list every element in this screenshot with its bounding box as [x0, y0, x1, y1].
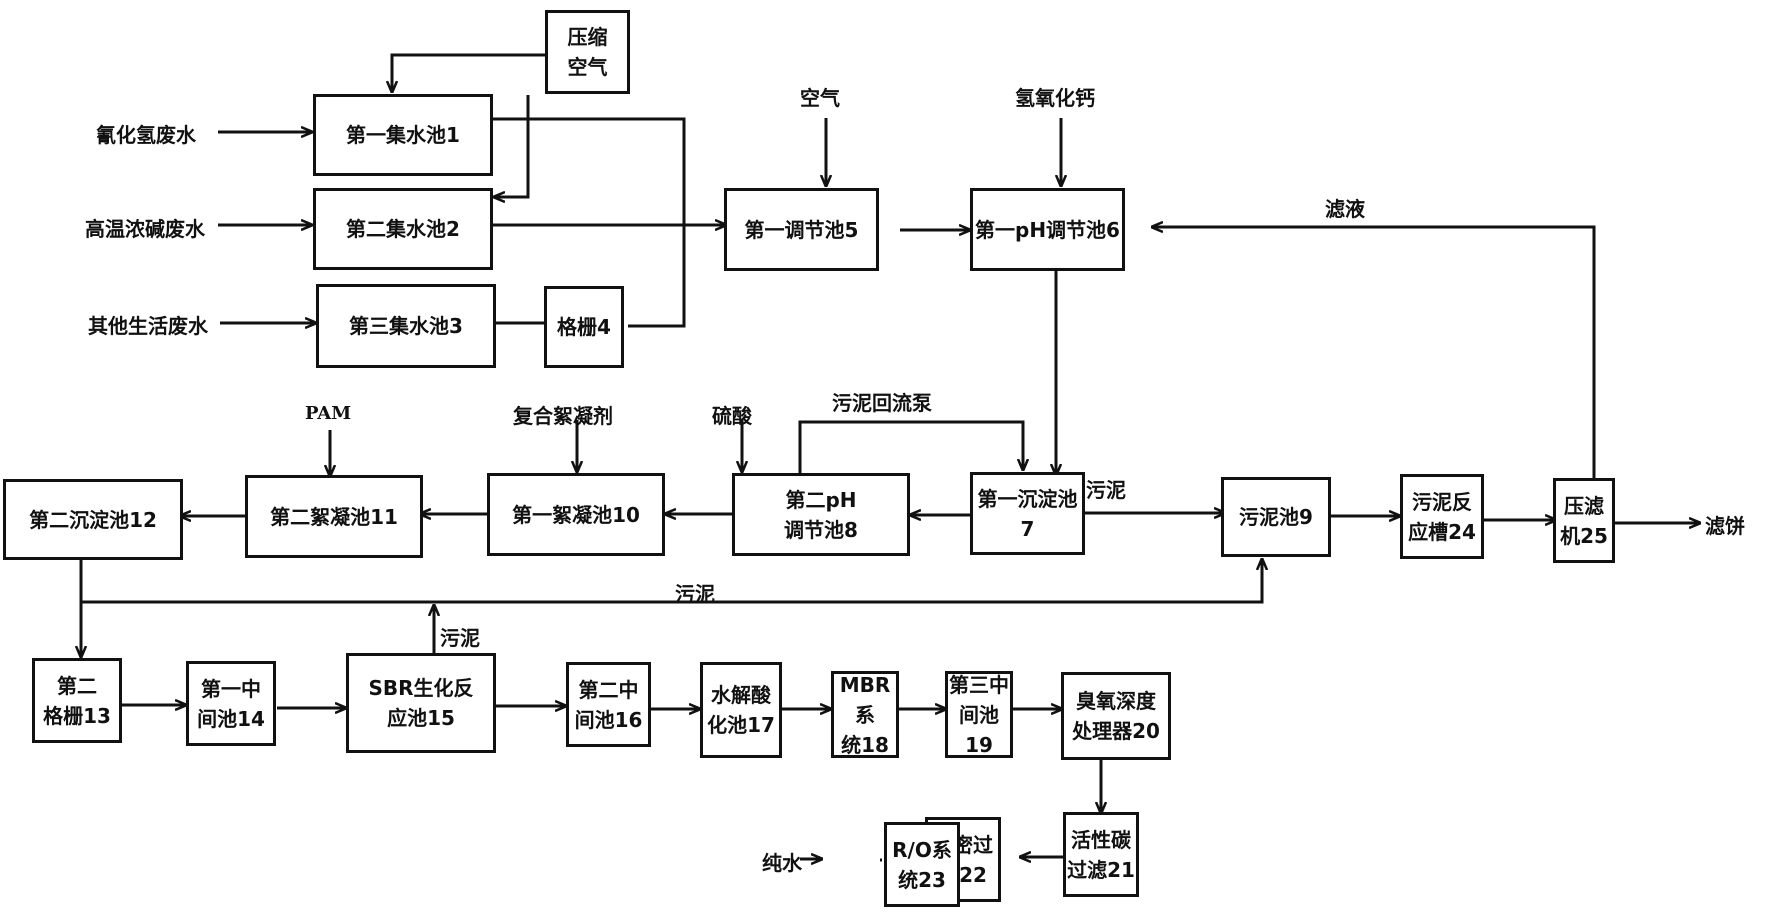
unit-first-collection-tank: 第一集水池1	[313, 94, 493, 176]
unit-filter-press: 压滤 机25	[1553, 478, 1615, 563]
label-filtrate: 滤液	[1325, 197, 1365, 221]
reagent-pam: PAM	[305, 403, 352, 424]
unit-hydrolysis-acidification-tank: 水解酸 化池17	[700, 662, 782, 758]
unit-ro-system: R/O系 统23	[884, 822, 960, 907]
unit-grille-4: 格栅4	[544, 286, 624, 368]
unit-mbr-system: MBR系 统18	[831, 671, 899, 758]
reagent-air: 空气	[800, 86, 840, 110]
unit-sludge-tank: 污泥池9	[1221, 477, 1331, 557]
unit-third-intermediate-tank: 第三中 间池19	[945, 671, 1013, 758]
unit-ozone-processor: 臭氧深度 处理器20	[1061, 672, 1171, 760]
unit-first-sedimentation-tank: 第一沉淀池7	[970, 472, 1085, 555]
unit-second-ph-tank: 第二pH 调节池8	[732, 473, 910, 556]
unit-second-collection-tank: 第二集水池2	[313, 188, 493, 270]
unit-activated-carbon-filter: 活性碳 过滤21	[1063, 812, 1139, 897]
flow-air-to-u2	[494, 95, 530, 197]
unit-second-intermediate-tank: 第二中 间池16	[566, 662, 651, 747]
unit-precision-filter: 精密过 滤22	[925, 817, 1001, 902]
flow-sludge-to-u9	[81, 559, 1262, 604]
reagent-calcium-hydroxide: 氢氧化钙	[1015, 86, 1095, 110]
unit-second-grille: 第二 格栅13	[32, 658, 122, 743]
unit-compressed-air: 压缩 空气	[545, 10, 630, 94]
unit-first-regulating-tank: 第一调节池5	[724, 188, 879, 271]
unit-sludge-reaction-tank: 污泥反 应槽24	[1400, 474, 1484, 559]
input-domestic-wastewater: 其他生活废水	[88, 314, 208, 338]
input-hcn-wastewater: 氰化氢废水	[96, 123, 196, 147]
label-sludge-line: 污泥	[675, 582, 715, 606]
reagent-sulfuric-acid: 硫酸	[712, 404, 752, 428]
unit-first-flocculation-tank: 第一絮凝池10	[487, 473, 665, 556]
flow-sludge-return-pump	[798, 420, 1023, 474]
flow-filtrate-to-u6	[1152, 227, 1596, 482]
flow-air-to-u1	[392, 53, 545, 92]
label-sludge-sbr: 污泥	[440, 626, 480, 650]
label-sludge-return-pump: 污泥回流泵	[832, 391, 932, 415]
unit-third-collection-tank: 第三集水池3	[316, 284, 496, 368]
unit-second-sedimentation-tank: 第二沉淀池12	[3, 479, 183, 560]
label-sludge-u7: 污泥	[1086, 478, 1126, 502]
unit-second-flocculation-tank: 第二絮凝池11	[245, 475, 423, 558]
output-pure-water: 纯水	[762, 851, 802, 875]
reagent-flocculant: 复合絮凝剂	[513, 404, 613, 428]
output-filter-cake: 滤饼	[1705, 514, 1745, 538]
unit-first-intermediate-tank: 第一中 间池14	[186, 661, 276, 746]
flow-u1-merge	[492, 117, 686, 328]
input-alkali-wastewater: 高温浓碱废水	[85, 217, 205, 241]
unit-first-ph-tank: 第一pH调节池6	[970, 188, 1125, 271]
unit-sbr-reactor: SBR生化反 应池15	[346, 653, 496, 753]
